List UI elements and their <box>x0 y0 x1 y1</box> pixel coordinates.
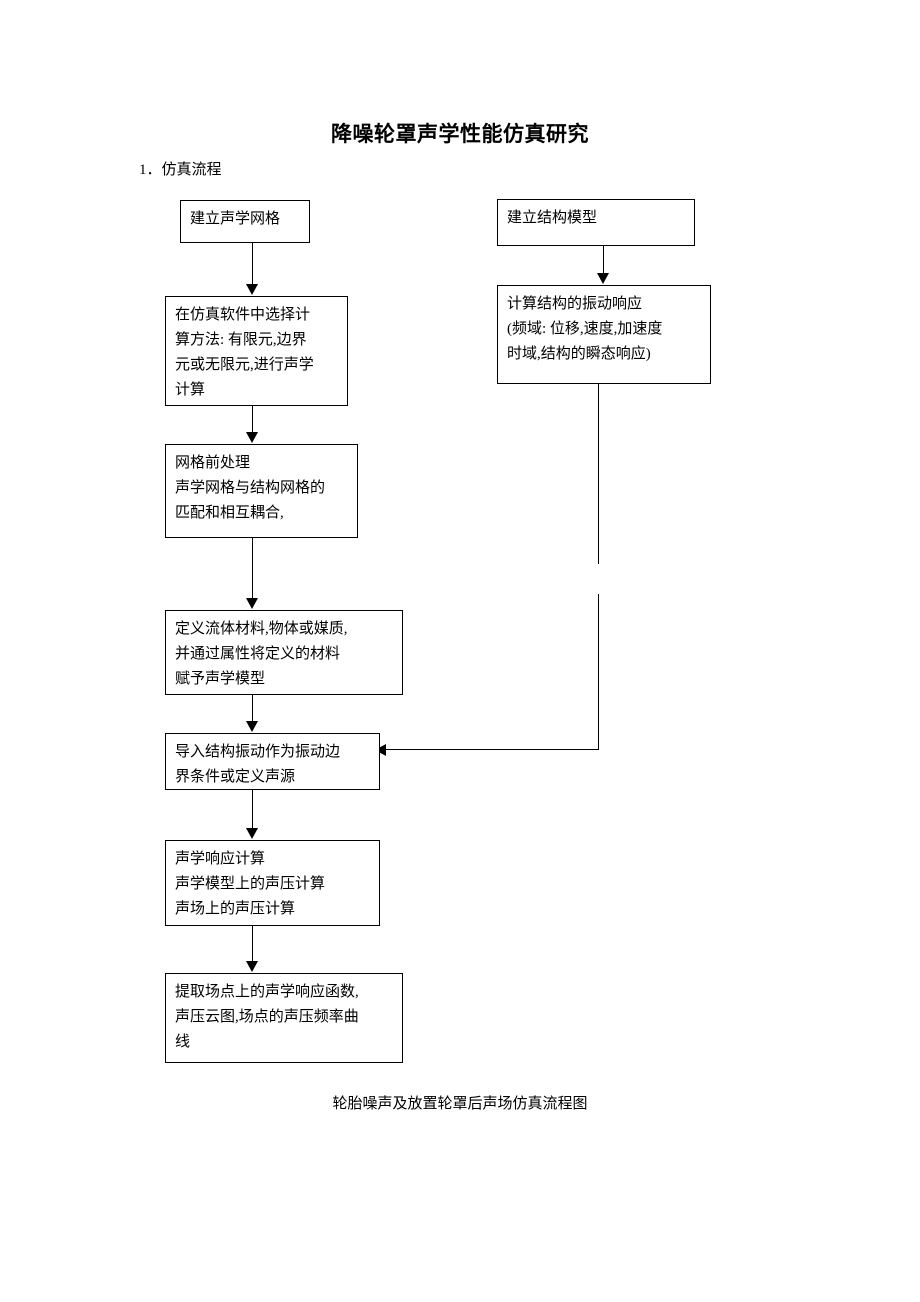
flow-box-line: 元或无限元,进行声学 <box>175 357 314 373</box>
arrowhead-down-icon <box>246 961 258 972</box>
flow-box-line: 声压云图,场点的声压频率曲 <box>175 1009 359 1025</box>
flow-box-line: 声学网格与结构网格的 <box>175 480 326 496</box>
flow-box-line: 声学模型上的声压计算 <box>175 876 326 892</box>
flow-box-line: 匹配和相互耦合, <box>175 505 284 521</box>
flow-box-acoustic-mesh: 建立声学网格 <box>180 200 310 243</box>
flow-box-line: 建立结构模型 <box>507 210 598 226</box>
connector-vibration-to-import-horizontal <box>380 749 599 750</box>
arrowhead-left-icon <box>375 744 386 756</box>
flow-box-line: 网格前处理 <box>175 455 251 471</box>
connector-vibration-down-lower-segment <box>598 594 599 750</box>
flow-box-line: 声场上的声压计算 <box>175 901 296 917</box>
flow-box-line: 计算结构的振动响应 <box>507 296 643 312</box>
flow-box-line: 导入结构振动作为振动边 <box>175 744 341 760</box>
flow-box-structure-model: 建立结构模型 <box>497 199 695 246</box>
arrowhead-down-icon <box>597 273 609 284</box>
connector-material-to-import-vibration <box>252 695 253 722</box>
arrowhead-down-icon <box>246 598 258 609</box>
connector-acoustic-mesh-to-solver <box>252 243 253 285</box>
connector-solver-to-mesh-preprocessing <box>252 406 253 433</box>
arrowhead-down-icon <box>246 284 258 295</box>
flow-box-line: 计算 <box>175 382 206 398</box>
flow-box-import-vibration: 导入结构振动作为振动边 界条件或定义声源 <box>165 733 380 790</box>
flow-box-line: 建立声学网格 <box>190 211 281 227</box>
flow-box-extract-results: 提取场点上的声学响应函数, 声压云图,场点的声压频率曲 线 <box>165 973 403 1063</box>
connector-vibration-down-upper-segment <box>598 384 599 564</box>
flow-box-line: 并通过属性将定义的材料 <box>175 646 341 662</box>
flow-box-line: 提取场点上的声学响应函数, <box>175 984 359 1000</box>
flow-box-line: 界条件或定义声源 <box>175 769 296 785</box>
flow-box-line: 声学响应计算 <box>175 851 266 867</box>
arrowhead-down-icon <box>246 721 258 732</box>
section-heading: 1．仿真流程 <box>139 162 222 178</box>
connector-structure-model-to-vibration <box>603 246 604 274</box>
flow-box-line: (频域: 位移,速度,加速度 <box>507 321 663 337</box>
page-title: 降噪轮罩声学性能仿真研究 <box>331 122 589 146</box>
arrowhead-down-icon <box>246 432 258 443</box>
flow-box-line: 定义流体材料,物体或媒质, <box>175 621 348 637</box>
flow-box-solver-method: 在仿真软件中选择计 算方法: 有限元,边界 元或无限元,进行声学 计算 <box>165 296 348 406</box>
flow-box-material-definition: 定义流体材料,物体或媒质, 并通过属性将定义的材料 赋予声学模型 <box>165 610 403 695</box>
arrowhead-down-icon <box>246 828 258 839</box>
figure-caption: 轮胎噪声及放置轮罩后声场仿真流程图 <box>332 1096 588 1112</box>
flow-box-mesh-preprocessing: 网格前处理 声学网格与结构网格的 匹配和相互耦合, <box>165 444 358 538</box>
flow-box-line: 赋予声学模型 <box>175 671 266 687</box>
connector-mesh-preprocessing-to-material <box>252 538 253 599</box>
flow-box-line: 在仿真软件中选择计 <box>175 307 311 323</box>
flow-box-line: 时域,结构的瞬态响应) <box>507 346 651 362</box>
flow-box-acoustic-response: 声学响应计算 声学模型上的声压计算 声场上的声压计算 <box>165 840 380 926</box>
connector-import-to-acoustic-response <box>252 790 253 829</box>
connector-acoustic-response-to-extract <box>252 926 253 962</box>
flow-box-line: 线 <box>175 1034 191 1050</box>
flow-box-vibration-response: 计算结构的振动响应 (频域: 位移,速度,加速度 时域,结构的瞬态响应) <box>497 285 711 384</box>
flow-box-line: 算方法: 有限元,边界 <box>175 332 307 348</box>
